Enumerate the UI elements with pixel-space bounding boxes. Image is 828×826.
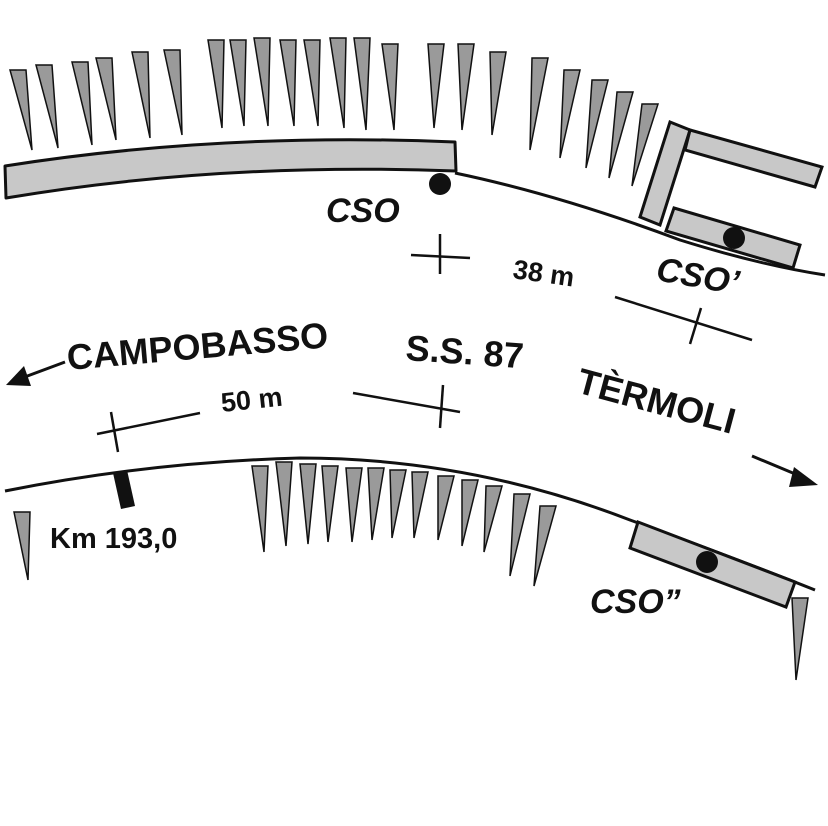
tree-symbol: [229, 39, 247, 127]
tree-symbol: [791, 597, 809, 681]
tree-symbol: [163, 49, 183, 136]
tree-symbol: [381, 43, 399, 131]
tree-symbol: [13, 511, 31, 581]
tree-symbol: [631, 103, 660, 187]
vegetation-south: [13, 461, 809, 681]
building-long: [3, 138, 458, 200]
tree-symbol: [35, 64, 59, 149]
tree-symbol: [329, 37, 347, 129]
cso-double-prime-label: CSO”: [590, 583, 681, 621]
distance-measure-38m: [410, 234, 753, 345]
road-edge-north: [454, 171, 826, 277]
tree-symbol: [275, 461, 293, 547]
vegetation-north: [9, 37, 660, 187]
tree-symbol: [9, 69, 33, 151]
tree-symbol: [489, 51, 507, 136]
milestone-label: Km 193,0: [50, 523, 177, 555]
tree-symbol: [279, 39, 297, 127]
cso-prime-label: CSO’: [654, 250, 743, 302]
tree-symbol: [251, 465, 269, 553]
tree-symbol: [427, 43, 445, 129]
tree-symbol: [483, 485, 503, 553]
distance-label-38m: 38 m: [511, 254, 576, 292]
distance-measure-50m: [96, 384, 461, 453]
tree-symbol: [299, 463, 317, 545]
road-name-label: S.S. 87: [404, 327, 525, 376]
tree-symbol: [461, 479, 479, 547]
cso-label: CSO: [326, 192, 400, 230]
site-marker-cso-double-prime: [696, 551, 718, 573]
arrow-east: [751, 454, 818, 487]
distance-label-50m: 50 m: [219, 382, 283, 418]
east-destination-label: TÈRMOLI: [573, 360, 740, 442]
tree-symbol: [437, 475, 455, 541]
tree-symbol: [411, 471, 429, 539]
tree-symbol: [353, 37, 371, 131]
tree-symbol: [585, 79, 609, 169]
site-marker-cso: [429, 173, 451, 195]
tree-symbol: [345, 467, 363, 543]
tree-symbol: [367, 467, 385, 541]
tree-symbol: [131, 51, 151, 139]
west-destination-label: CAMPOBASSO: [65, 314, 330, 378]
arrow-west: [6, 360, 66, 386]
site-marker-cso-prime: [723, 227, 745, 249]
tree-symbol: [321, 465, 339, 543]
tree-symbol: [303, 39, 321, 127]
tree-symbol: [95, 57, 117, 141]
tree-symbol: [207, 39, 225, 129]
milestone-marker: [113, 470, 135, 509]
tree-symbol: [389, 469, 407, 539]
tree-symbol: [457, 43, 475, 131]
tree-symbol: [253, 37, 271, 127]
tree-symbol: [533, 505, 557, 587]
tree-symbol: [71, 61, 93, 146]
tree-symbol: [529, 57, 549, 151]
tree-symbol: [509, 493, 531, 577]
tree-symbol: [559, 69, 581, 159]
tree-symbol: [608, 91, 634, 179]
